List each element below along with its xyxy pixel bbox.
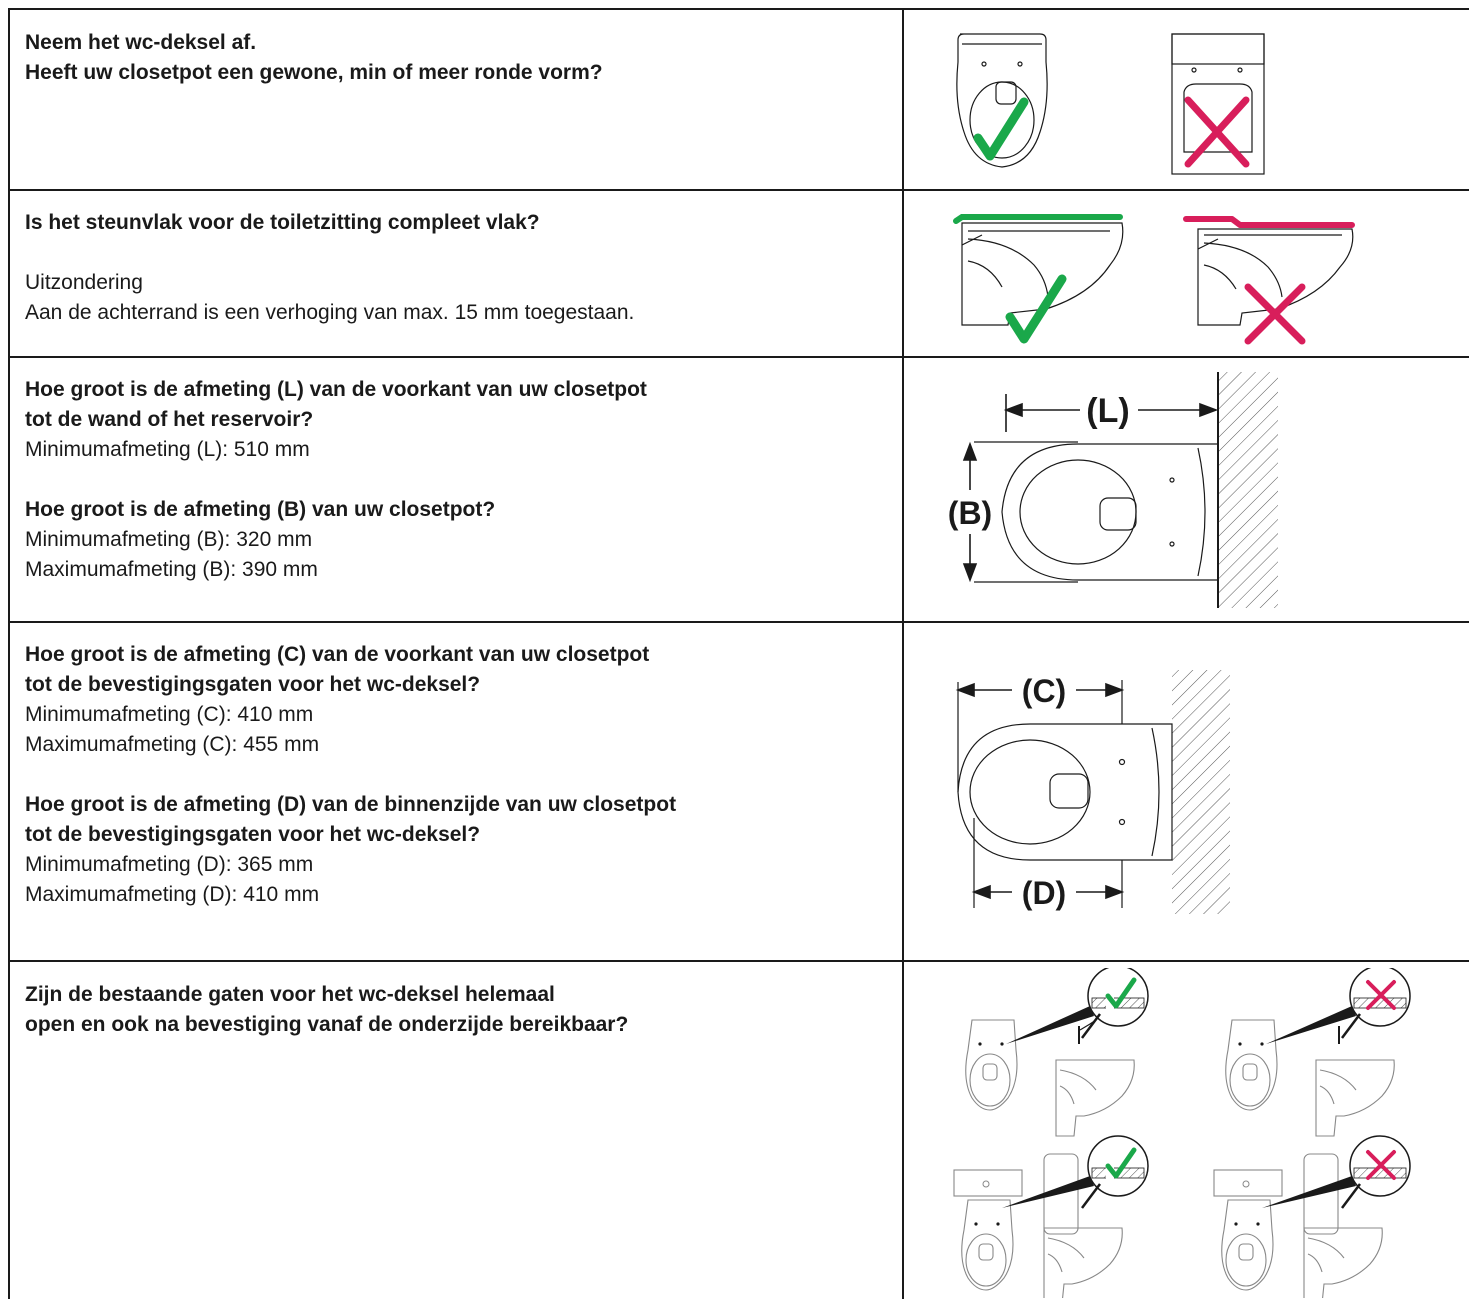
row-divider-5 (8, 960, 1469, 962)
cross-icon (1184, 96, 1250, 168)
row1-question: Neem het wc-deksel af. Heeft uw closetpo… (25, 28, 603, 88)
row5-line1: Zijn de bestaande gaten voor het wc-deks… (25, 983, 555, 1006)
row-divider-1 (8, 8, 1469, 10)
dimension-label-l: (L) (1086, 392, 1129, 430)
check-icon (1105, 1147, 1137, 1179)
row5-question: Zijn de bestaande gaten voor het wc-deks… (25, 980, 628, 1040)
cross-icon (1366, 1150, 1396, 1180)
check-icon (973, 97, 1029, 161)
row4-max-c: Maximumafmeting (C): 455 mm (25, 733, 320, 756)
row1-line2: Heeft uw closetpot een gewone, min of me… (25, 61, 603, 84)
row4-text: Hoe groot is de afmeting (C) van de voor… (25, 640, 676, 910)
row3-min-b: Minimumafmeting (B): 320 mm (25, 528, 313, 551)
row2-question: Is het steunvlak voor de toiletzitting c… (25, 211, 540, 234)
row1-line1: Neem het wc-deksel af. (25, 31, 257, 54)
row3-question-l-line1: Hoe groot is de afmeting (L) van de voor… (25, 378, 647, 401)
cross-icon (1366, 980, 1396, 1010)
row3-question-b: Hoe groot is de afmeting (B) van uw clos… (25, 498, 496, 521)
table-border-left (8, 8, 10, 1299)
row5-line2: open en ook na bevestiging vanaf de onde… (25, 1013, 629, 1036)
row2-figure (950, 205, 1370, 350)
row4-figure: (C) (D) (940, 668, 1240, 918)
row2-text: Is het steunvlak voor de toiletzitting c… (25, 208, 634, 328)
row4-min-d: Minimumafmeting (D): 365 mm (25, 853, 314, 876)
row4-max-d: Maximumafmeting (D): 410 mm (25, 883, 320, 906)
row2-note-title: Uitzondering (25, 271, 143, 294)
row3-question-l-line2: tot de wand of het reservoir? (25, 408, 314, 431)
row1-figure (940, 22, 1270, 182)
dimension-label-d: (D) (1022, 875, 1066, 911)
row3-max-b: Maximumafmeting (B): 390 mm (25, 558, 318, 581)
row4-question-c-line1: Hoe groot is de afmeting (C) van de voor… (25, 643, 650, 666)
row4-question-d-line2: tot de bevestigingsgaten voor het wc-dek… (25, 823, 481, 846)
row4-question-d-line1: Hoe groot is de afmeting (D) van de binn… (25, 793, 677, 816)
row-divider-3 (8, 356, 1469, 358)
check-icon (1005, 274, 1067, 344)
dimension-label-c: (C) (1022, 673, 1066, 709)
row5-figure (940, 968, 1440, 1298)
row-divider-4 (8, 621, 1469, 623)
row3-text: Hoe groot is de afmeting (L) van de voor… (25, 375, 647, 585)
table-column-divider (902, 8, 904, 1299)
row-divider-2 (8, 189, 1469, 191)
row3-min-l: Minimumafmeting (L): 510 mm (25, 438, 310, 461)
row3-figure: (L) (B) (930, 372, 1290, 612)
dimension-label-b: (B) (948, 495, 992, 531)
row4-question-c-line2: tot de bevestigingsgaten voor het wc-dek… (25, 673, 481, 696)
cross-icon (1244, 283, 1306, 345)
row2-note: Aan de achterrand is een verhoging van m… (25, 301, 635, 324)
row4-min-c: Minimumafmeting (C): 410 mm (25, 703, 314, 726)
check-icon (1105, 977, 1137, 1009)
